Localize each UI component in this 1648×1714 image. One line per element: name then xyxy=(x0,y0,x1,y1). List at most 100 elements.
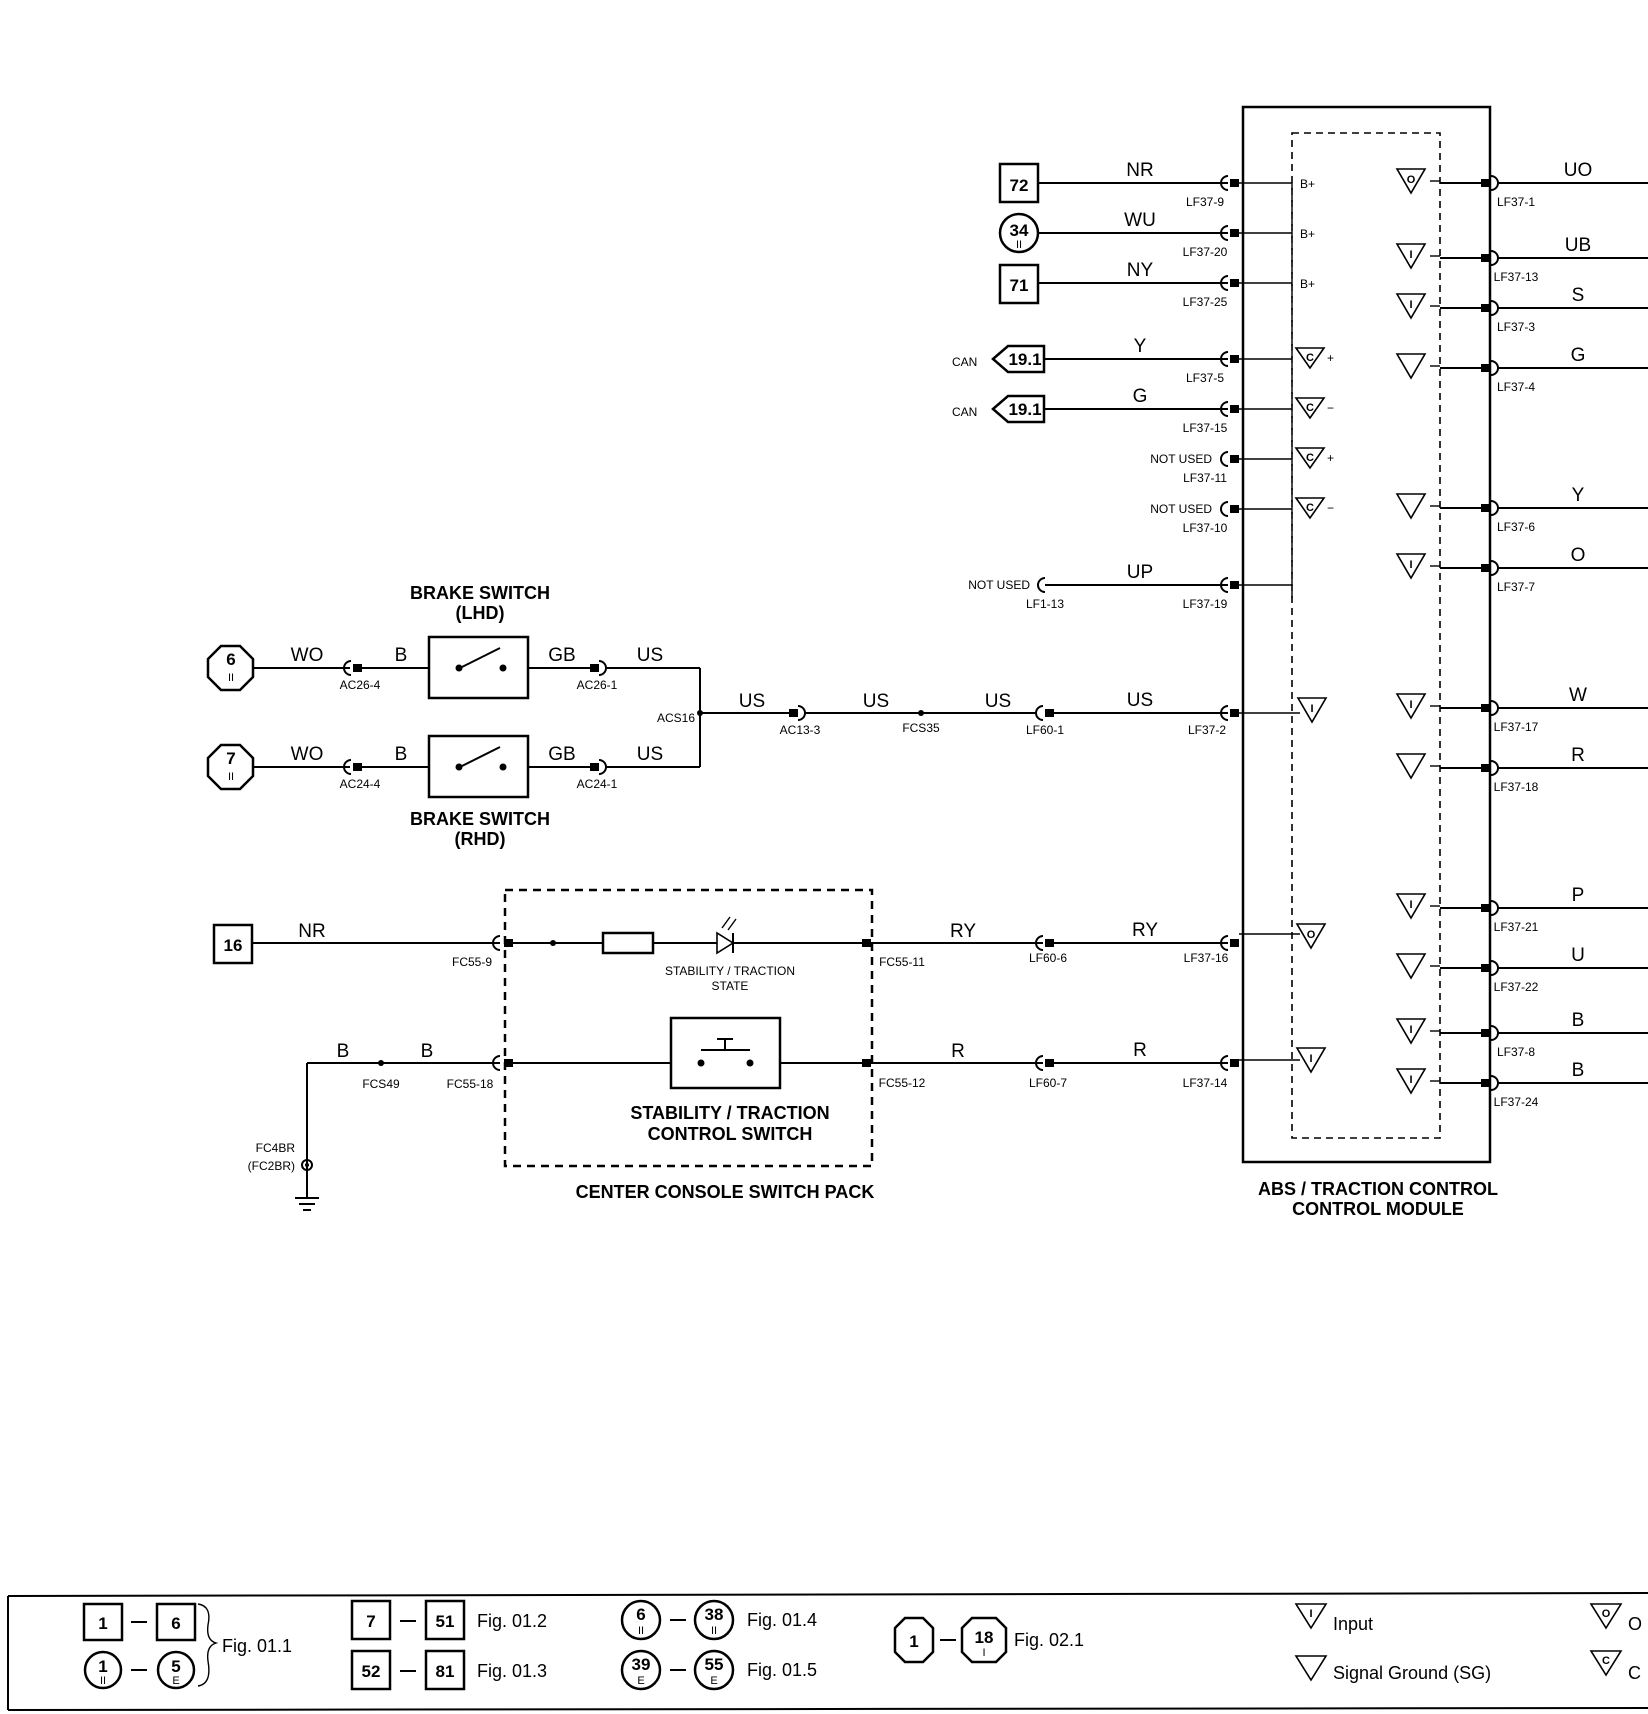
can-label: CAN xyxy=(952,405,977,419)
pin-label: LF37-1 xyxy=(1497,195,1535,209)
legend-ref-sub: I xyxy=(982,1647,985,1659)
legend-fig: Fig. 01.4 xyxy=(747,1610,817,1630)
wire-color: B xyxy=(1572,1010,1585,1031)
wire-color: R xyxy=(1571,745,1585,766)
abs-module-title-2: CONTROL MODULE xyxy=(1292,1199,1464,1219)
brake-switch-rhd-body xyxy=(427,734,530,799)
wire-color: P xyxy=(1572,885,1585,906)
prefix-pin-label: LF1-13 xyxy=(1026,597,1064,611)
led-label-2: STATE xyxy=(712,979,749,993)
not-used-label: NOT USED xyxy=(968,578,1030,592)
legend: 1 6 1 II 5 E Fig. 01.1 7 51 Fig. 01.2 52… xyxy=(7,1592,1648,1711)
pin-symbol-letter: I xyxy=(1409,249,1412,261)
right-pin-row: R LF37-18 xyxy=(1395,745,1648,794)
pin-label: LF37-21 xyxy=(1494,920,1539,934)
brake-switch-lhd-body xyxy=(427,635,530,700)
ground-label-2: (FC2BR) xyxy=(248,1159,295,1173)
wire-b: B xyxy=(337,1041,350,1062)
legend-ref-sub: II xyxy=(638,1625,644,1637)
pin-label: LF37-13 xyxy=(1494,270,1539,284)
wire-b: B xyxy=(395,645,408,666)
can-label: CAN xyxy=(952,355,977,369)
ref-label: 72 xyxy=(1010,176,1029,195)
pin-ac26-1: AC26-1 xyxy=(577,678,618,692)
pin-symbol-letter: I xyxy=(1409,699,1412,711)
led-label-1: STABILITY / TRACTION xyxy=(665,964,795,978)
pin-symbol-letter: I xyxy=(1409,299,1412,311)
pin-symbol-letter: I xyxy=(1409,1024,1412,1036)
abs-module-body xyxy=(1241,105,1492,1164)
us-feed: ACS16 US AC13-3 US FCS35 US LF60-1 US LF… xyxy=(657,668,1328,767)
pin-symbol-icon xyxy=(1395,353,1427,380)
legend-fig: Fig. 02.1 xyxy=(1014,1630,1084,1650)
wire-wo: WO xyxy=(291,645,324,666)
ground-label-1: FC4BR xyxy=(256,1141,296,1155)
signal-ground-icon xyxy=(1294,1655,1328,1682)
svg-text:I: I xyxy=(1309,1608,1312,1620)
brake-lhd-title-2: (LHD) xyxy=(456,603,505,623)
legend-ref-sub: E xyxy=(710,1675,717,1687)
wire-color: G xyxy=(1133,386,1148,407)
pin-label: LF37-11 xyxy=(1183,471,1227,485)
pin-label: LF37-19 xyxy=(1183,597,1228,611)
pin-label: LF37-18 xyxy=(1494,780,1539,794)
splice-fcs49: FCS49 xyxy=(362,1077,400,1091)
pin-row-lf37-20: 34 II WU LF37-20 B+ xyxy=(998,210,1315,259)
legend-fig: Fig. 01.3 xyxy=(477,1661,547,1681)
ref-label: 71 xyxy=(1010,276,1029,295)
pin-label: LF37-5 xyxy=(1186,371,1224,385)
pin-ac26-4: AC26-4 xyxy=(340,678,381,692)
internal-label: B+ xyxy=(1300,227,1315,241)
ref-sub: II xyxy=(228,771,234,783)
svg-text:+: + xyxy=(1327,351,1334,365)
legend-fig: Fig. 01.5 xyxy=(747,1660,817,1680)
ref-label: 7 xyxy=(226,749,235,768)
pin-fc55-18: FC55-18 xyxy=(447,1077,494,1091)
pin-label: LF37-25 xyxy=(1183,295,1228,309)
pin-label: LF37-16 xyxy=(1184,951,1229,965)
wire-us: US xyxy=(739,691,765,712)
pin-label: LF37-15 xyxy=(1183,421,1228,435)
brake-rhd-title-2: (RHD) xyxy=(455,829,506,849)
pin-lf60-7: LF60-7 xyxy=(1029,1076,1067,1090)
legend-ref: 6 xyxy=(636,1605,645,1624)
console-switch-pack-boundary xyxy=(503,888,874,1168)
pin-symbol-icon xyxy=(1395,1018,1427,1045)
brake-switch-rhd: 7 II WO AC24-4 B GB AC24-1 US BRAKE SWIT… xyxy=(206,734,700,849)
wire-color: S xyxy=(1572,285,1585,306)
legend-ref: 39 xyxy=(632,1655,651,1674)
wire-us: US xyxy=(637,744,663,765)
ref-label: 34 xyxy=(1010,221,1029,240)
ref-octagon-7 xyxy=(206,743,255,791)
svg-text:O: O xyxy=(1602,1608,1611,1620)
wire-us: US xyxy=(1127,690,1153,711)
wire-us: US xyxy=(637,645,663,666)
wire-gb: GB xyxy=(548,744,575,765)
legend-ref: 52 xyxy=(362,1662,381,1681)
pin-row-lf37-15: CAN 19.1 G LF37-15 C − xyxy=(952,386,1334,435)
console-title: CENTER CONSOLE SWITCH PACK xyxy=(576,1182,875,1202)
wire-nr: NR xyxy=(298,921,325,942)
wire-color: G xyxy=(1571,345,1586,366)
pin-symbol-letter: I xyxy=(1409,559,1412,571)
wire-ry: RY xyxy=(950,921,976,942)
wire-color: U xyxy=(1571,945,1585,966)
legend-sg-label: Signal Ground (SG) xyxy=(1333,1663,1491,1683)
wire-color: B xyxy=(1572,1060,1585,1081)
legend-fig: Fig. 01.1 xyxy=(222,1636,292,1656)
pin-row-lf37-5: CAN 19.1 Y LF37-5 C + xyxy=(952,336,1334,385)
splice-acs16: ACS16 xyxy=(657,711,695,725)
abs-module-inner xyxy=(1291,132,1441,1139)
input-symbol-icon xyxy=(1294,1603,1328,1630)
pin-symbol-icon xyxy=(1395,1068,1427,1095)
pin-row-lf37-10: NOT USED LF37-10 C − xyxy=(1150,497,1334,535)
svg-text:−: − xyxy=(1327,401,1334,415)
pin-label: LF37-4 xyxy=(1497,380,1535,394)
wire-r: R xyxy=(951,1041,965,1062)
